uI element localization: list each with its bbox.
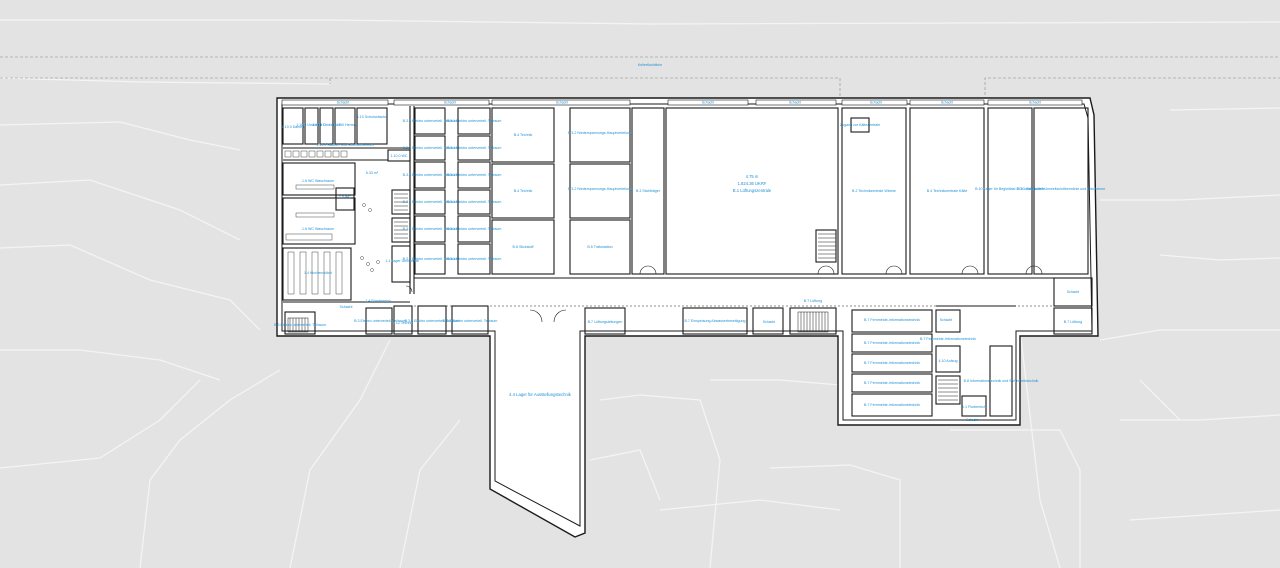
room-label-technik-2: B.4 Technik xyxy=(514,189,533,193)
room-label-nshv-2: B.3.2 Niederspannungs-Hauptverteilung xyxy=(568,187,632,191)
shaft-label: Schacht xyxy=(870,101,882,105)
room-label-elektro: B.3.1 Elektro unterverteil. Teilraum xyxy=(447,227,502,231)
room-label-lager-begleitlast: B.10 Lager für Begleitlast ECK und Baute… xyxy=(975,187,1045,191)
room-label-kirchenmoebel: 1.4 Kirchenmöbel xyxy=(304,271,332,275)
room-label-wc: 1.10.0 WC xyxy=(391,154,408,158)
room-label-waerme: B.2 Technikzentrale Wärme xyxy=(852,189,896,193)
room-label-fernmelde-extra: B.7 Fernmelde-Informationstechnik xyxy=(920,337,976,341)
room-label-wc-small: 1.5 WC xyxy=(339,195,351,199)
fixtures xyxy=(284,150,380,295)
interior-walls xyxy=(282,106,1093,417)
room-label-elektro: B.3.1 Elektro unterverteil. Teilraum xyxy=(447,257,502,261)
room-label-elektro: B.3.3 Elektro unterverteil. Teilraum xyxy=(403,173,458,177)
room-label-sekundaer: B.1.1 Sekundäre Umweltzuluftkennlinie un… xyxy=(1017,187,1106,191)
room-label-height: 4.75 m xyxy=(746,174,759,179)
shaft-label: Schacht xyxy=(337,101,349,105)
room-label-elektro: B.3.3 Elektro unterverteil. Teilraum xyxy=(403,119,458,123)
site-context xyxy=(0,19,1280,568)
room-label-level: 1.824.36 UKRF xyxy=(738,181,767,186)
room-label-fernmelde: B.7 Fernmelde-Informationstechnik xyxy=(864,381,920,385)
room-label-fernmelde: B.7 Fernmelde-Informationstechnik xyxy=(864,361,920,365)
property-lines xyxy=(0,56,1280,100)
room-label-elektro: B.3.1 Elektro unterverteil. Teilraum xyxy=(447,200,502,204)
building-outline xyxy=(276,97,1099,538)
room-label-waschraum-1: 1.6 WC Waschraum xyxy=(302,179,334,183)
room-label-lager-ausstellung: 4.4 Lager für Ausstellungstechnik xyxy=(509,392,572,397)
room-label-umkleide-h: 1.10.0 Umkleide H xyxy=(312,123,342,127)
room-label-fernmelde: B.7 Fernmelde-Informationstechnik xyxy=(864,318,920,322)
shaft-label: Schacht xyxy=(940,318,952,322)
room-label-elektro-south-2: B.3 Elektro unterverteil. Teilraum xyxy=(274,323,326,327)
shaft-label: Schacht xyxy=(941,101,953,105)
room-label-lager-universitaet: 1.1 Lager Universität xyxy=(385,259,418,263)
shaft-label: Schacht xyxy=(556,101,568,105)
doors xyxy=(405,265,1043,323)
room-label-trafostation: B.5 Trafostation xyxy=(587,245,612,249)
room-label-schacht-small: Schacht xyxy=(340,305,353,309)
room-label-lueftung-2: B.7 Lüftung xyxy=(804,299,822,303)
room-label-damen: 1.10.0 Damen xyxy=(282,125,305,129)
room-label-lueftungszentrale: B.1 Lüftungszentrale xyxy=(733,188,772,193)
room-label-fernmelde: B.7 Fernmelde-Informationstechnik xyxy=(864,403,920,407)
room-label-technik-1: B.4 Technik xyxy=(514,133,533,137)
room-label-elektro: B.3.3 Elektro unterverteil. Teilraum xyxy=(403,257,458,261)
shaft-label: Schacht xyxy=(763,320,775,324)
room-label-elektro: B.3.3 Elektro unterverteil. Teilraum xyxy=(405,319,460,323)
shaft-labels: Schacht Schacht Schacht Schacht Schacht … xyxy=(337,101,1079,423)
room-label-schuhwaesche: 1.10 Schuhwäsche xyxy=(357,115,387,119)
room-label-zugang-kaelte: Zugang zur Kältezentrale xyxy=(840,123,880,127)
street-label: Kellerfluchtlinie xyxy=(638,63,662,67)
shaft-label: Schacht xyxy=(1067,290,1079,294)
room-label-waschraum-2: 1.6 WC Waschraum xyxy=(302,227,334,231)
room-label-stahltraeger: B.3 Stahlträger xyxy=(636,189,661,193)
room-label-lueftungsleitungen: B.7 Lüftungsleitungen xyxy=(588,320,623,324)
room-label-elektro: B.3.1 Elektro unterverteil. Teilraum xyxy=(447,173,502,177)
room-label-elektro: B.3.1 Elektro unterverteil. Teilraum xyxy=(447,146,502,150)
shaft-label: Schacht xyxy=(1029,101,1041,105)
room-label-kaelte: B.4 Technikzentrale Kälte xyxy=(927,189,968,193)
room-label-elektro: B.3.1 Elektro unterverteil. Teilraum xyxy=(443,319,498,323)
room-label-technik-small: 1.12 Technik xyxy=(393,321,413,325)
room-label-fernmelde: B.7 Fernmelde-Informationstechnik xyxy=(864,341,920,345)
room-label-buerobereich: 1.4 Bürobereich xyxy=(365,299,390,303)
stairs xyxy=(287,193,958,401)
room-label-sicherheitstechnik: B.8 Informationstechnik und Sicherheitst… xyxy=(964,379,1039,383)
room-label-herren: 1.10.0 Herren xyxy=(334,123,356,127)
room-label-elektro-south: B.3 Elektro unterverteil. Teilraum xyxy=(354,319,406,323)
shaft-label: Schacht xyxy=(702,101,714,105)
room-label-stickstoff: B.6 Stickstoff xyxy=(513,245,534,249)
room-label-elektro: B.3.3 Elektro unterverteil. Teilraum xyxy=(403,200,458,204)
room-label-umkleide-d: 1.10.0 Umkleide D xyxy=(296,123,326,127)
room-label-aufzug: 4.10 Aufzug xyxy=(939,359,958,363)
room-label-elektro: B.3.1 Elektro unterverteil. Teilraum xyxy=(447,119,502,123)
room-label-area: 6.33 m² xyxy=(366,171,379,175)
shaft-label: Schacht xyxy=(444,101,456,105)
room-label-sauberbereich: 1.10.0 Sauber- und Schmutzbereich xyxy=(316,143,374,147)
room-label-flurbereich: 1.1 Flurbereich xyxy=(962,405,986,409)
room-label-elektro: B.3.3 Elektro unterverteil. Teilraum xyxy=(403,146,458,150)
room-label-lueftung-1: B.7 Lüftung xyxy=(1064,320,1082,324)
room-label-nshv-1: B.3.2 Niederspannungs-Hauptverteilung xyxy=(568,131,632,135)
room-label-einspeisung: B.7 Einspeisung Abwasserbeseitigung xyxy=(685,319,746,323)
room-labels: 1.10.0 Damen 1.10.0 Umkleide D 1.10.0 Um… xyxy=(274,115,1105,409)
shaft-label: Schacht xyxy=(789,101,801,105)
shaft-label: Schacht xyxy=(966,418,978,422)
shaft-strip xyxy=(281,99,1083,106)
room-label-elektro: B.3.3 Elektro unterverteil. Teilraum xyxy=(403,227,458,231)
